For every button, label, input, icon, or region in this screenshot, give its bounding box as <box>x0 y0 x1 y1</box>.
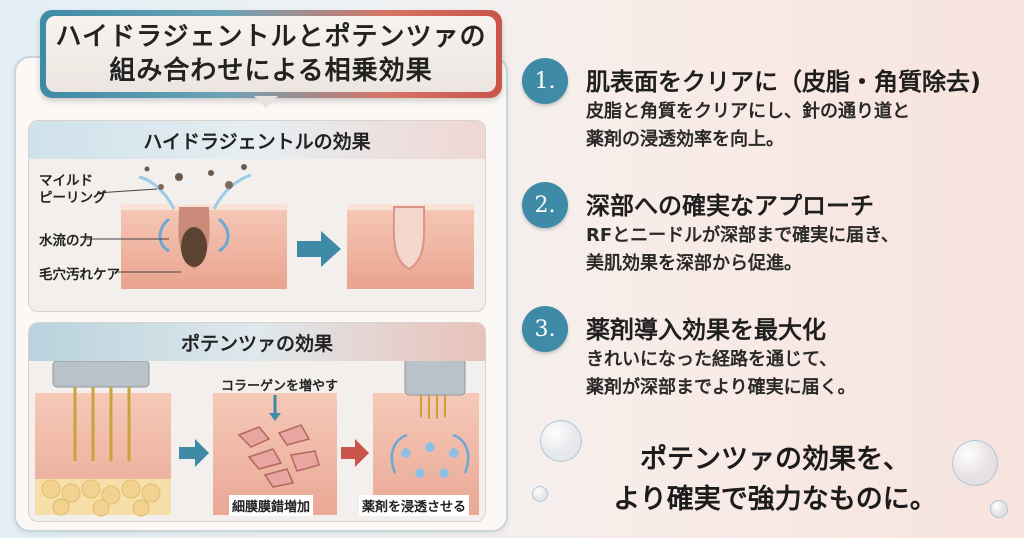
potenza-heading: ポテンツァの効果 <box>29 323 485 361</box>
conclusion-line-1: ポテンツァの効果を、 <box>640 444 910 475</box>
point-3-desc-2: 薬剤が深部までより確実に届く。 <box>586 377 856 398</box>
pore-after <box>392 206 426 271</box>
point-1-heading: 肌表面をクリアに（皮脂・角質除去) <box>586 68 981 96</box>
label-drug: 薬剤を浸透させる <box>359 495 470 516</box>
point-2-desc-1: RFとニードルが深部まで確実に届き、 <box>586 225 899 246</box>
label-water: 水流の力 <box>39 233 93 249</box>
bubble-icon-right <box>952 440 998 486</box>
title-pointer <box>254 96 278 108</box>
title-line-1: ハイドラジェントルとポテンツァの <box>55 22 487 52</box>
bubble-icon <box>540 420 582 462</box>
pore-dirt <box>181 227 207 267</box>
label-peeling: ピーリング <box>39 190 107 206</box>
hydragentle-illustration <box>85 164 474 289</box>
title-line-2: 組み合わせによる相乗効果 <box>109 56 433 86</box>
point-3-heading: 薬剤導入効果を最大化 <box>586 316 826 344</box>
conclusion-line-2: より確実で強力なものに。 <box>613 484 937 515</box>
hydragentle-section: ハイドラジェントルの効果 マイルド ピーリング 水流の力 <box>28 120 486 312</box>
arrow-right-icon-3 <box>341 439 369 467</box>
potenza-section: ポテンツァの効果 <box>28 322 486 522</box>
title-banner: ハイドラジェントルとポテンツァの 組み合わせによる相乗効果 <box>40 10 502 98</box>
point-1-desc-2: 薬剤の浸透効率を向上。 <box>586 129 784 150</box>
point-2-number: 2. <box>522 182 568 228</box>
label-mild: マイルド <box>39 173 93 189</box>
label-collagen: コラーゲンを増やす <box>221 379 339 394</box>
point-2-heading: 深部への確実なアプローチ <box>586 192 874 220</box>
point-1-desc-1: 皮脂と角質をクリアにし、針の通り道と <box>586 101 910 122</box>
potenza-tip-icon-2 <box>404 361 466 396</box>
arrow-right-icon-2 <box>179 439 209 467</box>
label-pore: 毛穴汚れケア <box>39 267 120 283</box>
point-1-number: 1. <box>522 58 568 104</box>
point-3-desc-1: きれいになった経路を通じて、 <box>586 349 838 370</box>
bubble-icon-tiny <box>990 500 1008 518</box>
hydragentle-heading: ハイドラジェントルの効果 <box>29 121 485 159</box>
arrow-right-icon <box>297 231 341 267</box>
point-3-number: 3. <box>522 306 568 352</box>
skin-block-drug <box>373 393 479 515</box>
label-cell: 細膜膜錯増加 <box>229 495 314 516</box>
bubble-icon-small <box>532 486 548 502</box>
point-2-desc-2: 美肌効果を深部から促進。 <box>586 253 802 274</box>
potenza-tip-icon <box>52 361 150 388</box>
potenza-illustration <box>35 361 479 517</box>
conclusion: ポテンツァの効果を、 より確実で強力なものに。 <box>560 440 990 520</box>
